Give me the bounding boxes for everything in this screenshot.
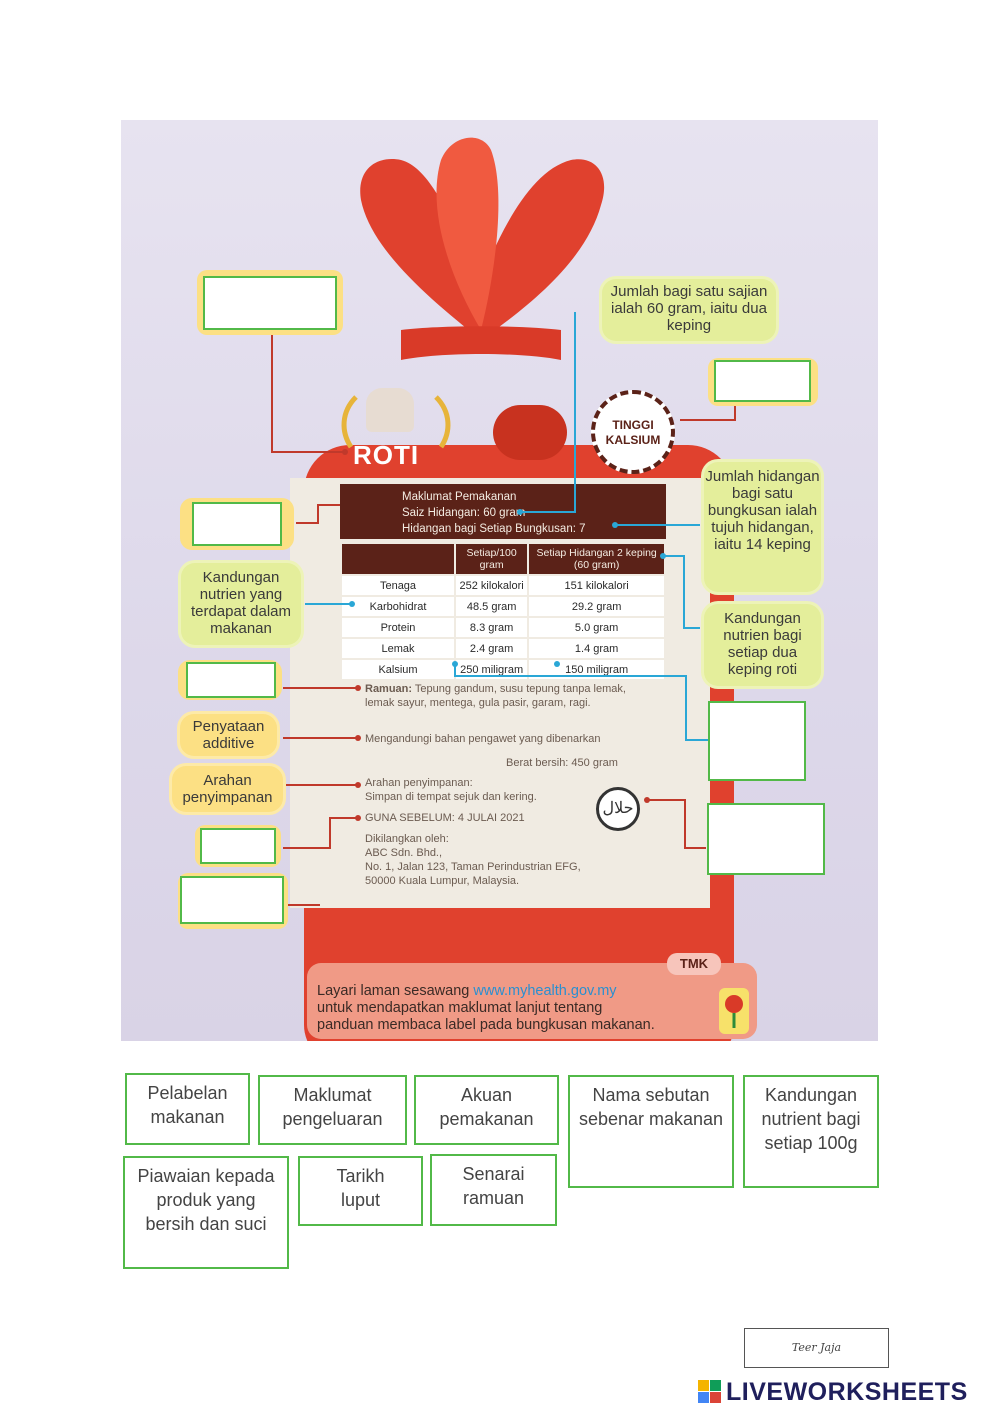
halal-logo: حلال: [596, 787, 640, 831]
storage-block: Arahan penyimpanan: Simpan di tempat sej…: [365, 776, 537, 804]
callout-servings-per-pack: Jumlah hidangan bagi satu bungkusan iala…: [704, 462, 821, 592]
tmk-tag: TMK: [667, 953, 721, 975]
ingredients-label: Ramuan:: [365, 683, 413, 695]
col-header-100g: Setiap/100 gram: [453, 542, 530, 576]
seal-text: TINGGI KALSIUM: [605, 418, 661, 447]
storage-title: Arahan penyimpanan:: [365, 777, 473, 789]
drop-target-3[interactable]: [192, 502, 282, 546]
drop-target-7[interactable]: [180, 876, 284, 924]
answer-senarai-ramuan[interactable]: Senarai ramuan: [430, 1154, 557, 1226]
heart-flower-icon: [719, 988, 749, 1034]
answer-nama-sebutan[interactable]: Nama sebutan sebenar makanan: [568, 1075, 734, 1188]
callout-nutrient-per-serving: Kandungan nutrien bagi setiap dua keping…: [704, 604, 821, 686]
bread-slice-icon: [366, 388, 414, 432]
net-weight: Berat bersih: 450 gram: [506, 757, 618, 769]
callout-serving-size: Jumlah bagi satu sajian ialah 60 gram, i…: [602, 279, 776, 341]
answer-maklumat-pengeluaran[interactable]: Maklumat pengeluaran: [258, 1075, 407, 1145]
drop-target-4[interactable]: [186, 662, 276, 698]
signature-box: Teer Jaja: [744, 1328, 889, 1368]
table-corner: [340, 542, 456, 576]
servings-per-pack-text: Hidangan bagi Setiap Bungkusan: 7: [402, 523, 586, 535]
callout-storage: Arahan penyimpanan: [172, 766, 283, 812]
callout-nutrient-content: Kandungan nutrien yang terdapat dalam ma…: [181, 563, 301, 645]
tmk-text: Layari laman sesawang www.myhealth.gov.m…: [317, 983, 655, 1033]
answer-tarikh-luput[interactable]: Tarikh luput: [298, 1156, 423, 1226]
drop-target-6[interactable]: [200, 828, 276, 864]
storage-text: Simpan di tempat sejuk dan kering.: [365, 791, 537, 803]
drop-target-8[interactable]: [707, 803, 825, 875]
nutrition-title: Maklumat Pemakanan: [402, 491, 517, 503]
manufacturer-block: Dikilangkan oleh: ABC Sdn. Bhd., No. 1, …: [365, 833, 581, 887]
additive-text: Mengandungi bahan pengawet yang dibenark…: [365, 733, 601, 745]
best-before: GUNA SEBELUM: 4 JULAI 2021: [365, 812, 525, 824]
tmk-panel: [307, 963, 757, 1039]
wheat-right-icon: [434, 395, 451, 449]
liveworksheets-brand: LIVEWORKSHEETS: [726, 1378, 968, 1406]
answer-piawaian[interactable]: Piawaian kepada produk yang bersih dan s…: [123, 1156, 289, 1269]
ingredients-text: Tepung gandum, susu tepung tanpa lemak, …: [365, 683, 626, 709]
serving-size-text: Saiz Hidangan: 60 gram: [402, 507, 526, 519]
bag-top-twist: [360, 137, 605, 360]
ingredients-block: Ramuan: Tepung gandum, susu tepung tanpa…: [365, 682, 655, 710]
tmk-link[interactable]: www.myhealth.gov.my: [473, 983, 617, 999]
drop-target-1[interactable]: [203, 276, 337, 330]
nutrition-header: Maklumat Pemakanan Saiz Hidangan: 60 gra…: [340, 484, 666, 539]
food-label-illustration: ROTI TINGGI KALSIUM Maklumat Pemakanan S…: [121, 120, 878, 1041]
col-header-serving: Setiap Hidangan 2 keping (60 gram): [527, 542, 666, 576]
wheat-left-icon: [341, 395, 358, 449]
calcium-seal: TINGGI KALSIUM: [591, 390, 675, 474]
answer-pelabelan-makanan[interactable]: Pelabelan makanan: [125, 1073, 250, 1145]
brand-name: ROTI: [353, 440, 420, 470]
callout-additive: Penyataan additive: [180, 714, 277, 756]
answer-kandungan-nutrient[interactable]: Kandungan nutrient bagi setiap 100g: [743, 1075, 879, 1188]
nutrition-table: Setiap/100 gram Setiap Hidangan 2 keping…: [340, 542, 666, 681]
answer-akuan-pemakanan[interactable]: Akuan pemakanan: [414, 1075, 559, 1145]
liveworksheets-logo-icon: [698, 1380, 721, 1403]
drop-target-2[interactable]: [714, 360, 811, 402]
drop-target-5[interactable]: [708, 701, 806, 781]
bag-knot: [493, 405, 567, 460]
